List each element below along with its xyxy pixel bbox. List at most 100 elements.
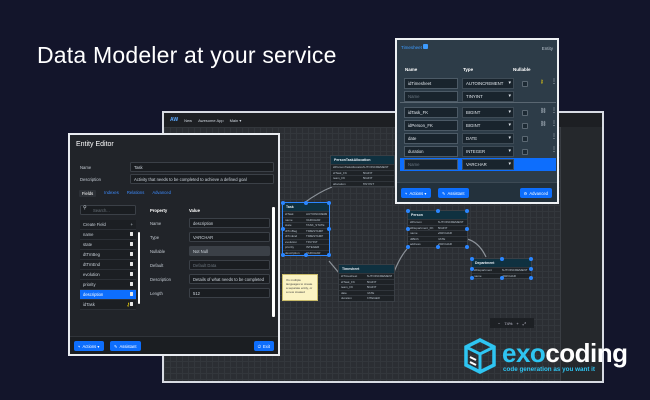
property-value-input[interactable]: VARCHAR <box>189 232 270 242</box>
nullable-checkbox[interactable] <box>522 148 528 155</box>
resize-handle[interactable] <box>529 257 533 261</box>
ts-assistant-button[interactable]: ✎Assistant <box>438 188 469 198</box>
property-value-input[interactable]: Default Data <box>189 260 270 270</box>
resize-handle[interactable] <box>435 209 440 213</box>
field-item[interactable]: description <box>80 290 136 300</box>
field-type-select[interactable]: AUTOINCREMENT <box>462 78 514 89</box>
properties-scrollbar[interactable] <box>272 207 275 317</box>
trash-icon[interactable] <box>130 292 133 296</box>
entity-description-input[interactable]: Activity that needs to be completed to a… <box>130 174 274 184</box>
resize-handle[interactable] <box>470 266 474 271</box>
more-options-icon[interactable]: ⋮ <box>551 79 557 85</box>
resize-handle[interactable] <box>465 226 469 231</box>
resize-handle[interactable] <box>406 226 410 231</box>
resize-handle[interactable] <box>529 276 533 280</box>
resize-handle[interactable] <box>327 253 331 257</box>
property-value-input[interactable]: 512 <box>189 288 270 298</box>
field-item[interactable]: idTask⚷ <box>80 300 136 310</box>
resize-handle[interactable] <box>304 253 308 257</box>
field-type-select[interactable]: TINYINT <box>462 91 514 102</box>
field-name-input[interactable]: date <box>404 133 458 144</box>
tab-indexes[interactable]: Indexes <box>104 190 119 195</box>
more-options-icon[interactable]: ⋮ <box>551 121 557 127</box>
field-item[interactable]: evolution <box>80 270 136 280</box>
field-item[interactable]: dtTmEnd <box>80 260 136 270</box>
entity-task[interactable]: TaskidTaskAUTOINCREMENTnameVARCHARstateT… <box>281 201 331 257</box>
trash-icon[interactable] <box>130 232 133 236</box>
nav-new[interactable]: New <box>184 117 193 123</box>
resize-handle[interactable] <box>499 276 504 280</box>
entity-name-input[interactable]: Task <box>130 162 274 172</box>
property-value-input[interactable]: description <box>189 218 270 228</box>
field-item[interactable]: priority <box>80 280 136 290</box>
field-item[interactable]: name <box>80 230 136 240</box>
create-field-button[interactable]: Create Field+ <box>80 220 136 230</box>
nav-main[interactable]: Main ▾ <box>229 117 242 123</box>
field-list-scrollbar[interactable] <box>138 232 140 304</box>
resize-handle[interactable] <box>470 276 474 280</box>
resize-handle[interactable] <box>465 209 469 213</box>
sticky-note[interactable]: It's multiple languages to create a sepa… <box>282 274 318 301</box>
trash-icon[interactable] <box>130 282 133 286</box>
more-options-icon[interactable]: ⋮ <box>551 147 557 153</box>
resize-handle[interactable] <box>281 201 285 205</box>
resize-handle[interactable] <box>406 209 410 213</box>
resize-handle[interactable] <box>281 253 285 257</box>
field-name-input[interactable]: idPerson_FK <box>404 120 458 131</box>
field-name-input[interactable]: idTask_FK <box>404 107 458 118</box>
resize-handle[interactable] <box>304 201 308 205</box>
ts-actions-button[interactable]: ⑂Actions ▾ <box>401 188 431 198</box>
advanced-button[interactable]: ⚙Advanced <box>519 188 552 198</box>
field-name-input[interactable]: idTimesheet <box>404 78 458 89</box>
nullable-checkbox[interactable] <box>522 122 528 129</box>
resize-handle[interactable] <box>529 266 533 271</box>
resize-handle[interactable] <box>435 244 440 249</box>
field-type-select[interactable]: INTEGER <box>462 146 514 157</box>
trash-icon[interactable] <box>130 252 133 256</box>
tab-advanced[interactable]: Advanced <box>152 190 171 195</box>
timesheet-title-text[interactable]: Timesheet <box>401 45 422 50</box>
resize-handle[interactable] <box>327 227 331 231</box>
resize-handle[interactable] <box>470 257 474 261</box>
resize-handle[interactable] <box>281 227 285 231</box>
nullable-checkbox[interactable] <box>522 109 528 116</box>
field-type-select[interactable]: DATE <box>462 133 514 144</box>
zoom-out-icon[interactable]: − <box>498 320 501 326</box>
trash-icon[interactable] <box>130 301 133 306</box>
fit-icon[interactable]: ⤢ <box>522 320 526 326</box>
resize-handle[interactable] <box>465 244 469 249</box>
more-options-icon[interactable]: ⋮ <box>551 134 557 140</box>
property-value-input[interactable]: Not Null <box>189 246 270 256</box>
resize-handle[interactable] <box>499 257 504 261</box>
field-item[interactable]: state <box>80 240 136 250</box>
field-name-input[interactable]: Name <box>404 91 458 102</box>
tab-fields[interactable]: Fields <box>79 190 97 197</box>
field-name-input[interactable]: duration <box>404 146 458 157</box>
entity-field-row[interactable]: idTaskAUTOINCREMENT <box>283 211 329 217</box>
more-options-icon[interactable]: ⋮ <box>551 108 557 114</box>
nav-app[interactable]: Awesome App <box>198 117 224 123</box>
exit-button[interactable]: ⏻Exit <box>253 341 274 351</box>
